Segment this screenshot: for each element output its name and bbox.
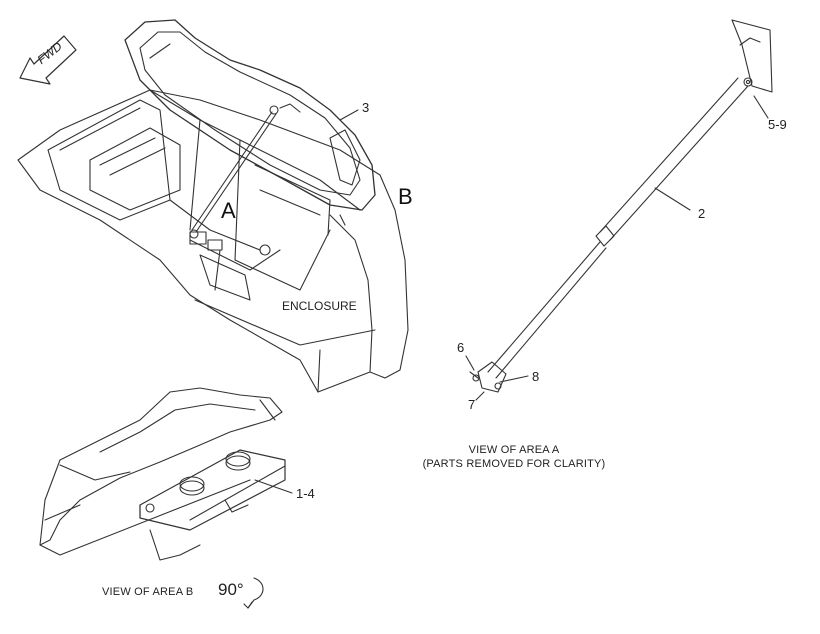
leader-5-9 <box>753 95 769 119</box>
latch-detail-drawing <box>39 387 286 561</box>
leader-7 <box>475 391 485 401</box>
leader-1-4 <box>254 479 293 494</box>
view-a-caption: VIEW OF AREA A (PARTS REMOVED FOR CLARIT… <box>404 443 624 471</box>
callout-1-4: 1-4 <box>296 486 315 501</box>
callout-8: 8 <box>532 369 540 384</box>
rotation-arrow-icon <box>247 577 264 609</box>
callout-6: 6 <box>457 340 465 355</box>
rotation-arrow-head <box>243 601 253 609</box>
fwd-arrow-icon <box>19 35 77 85</box>
leader-8 <box>499 375 529 383</box>
area-a-label: A <box>221 198 236 223</box>
leader-2 <box>654 187 691 211</box>
enclosure-drawing <box>17 19 409 393</box>
area-b-label: B <box>398 184 413 209</box>
view-a-caption-line1: VIEW OF AREA A <box>468 444 560 456</box>
leader-6 <box>465 355 475 371</box>
view-a-caption-line2: (PARTS REMOVED FOR CLARITY) <box>422 458 606 470</box>
callout-2: 2 <box>698 206 706 221</box>
view-b-caption: VIEW OF AREA B <box>102 586 194 598</box>
callout-7: 7 <box>468 397 476 412</box>
enclosure-label: ENCLOSURE <box>282 299 357 313</box>
callout-5-9: 5-9 <box>768 117 787 132</box>
strut-detail-drawing <box>469 19 773 393</box>
leader-3 <box>339 109 359 121</box>
callout-3: 3 <box>362 100 370 115</box>
rotation-label: 90° <box>218 580 244 599</box>
